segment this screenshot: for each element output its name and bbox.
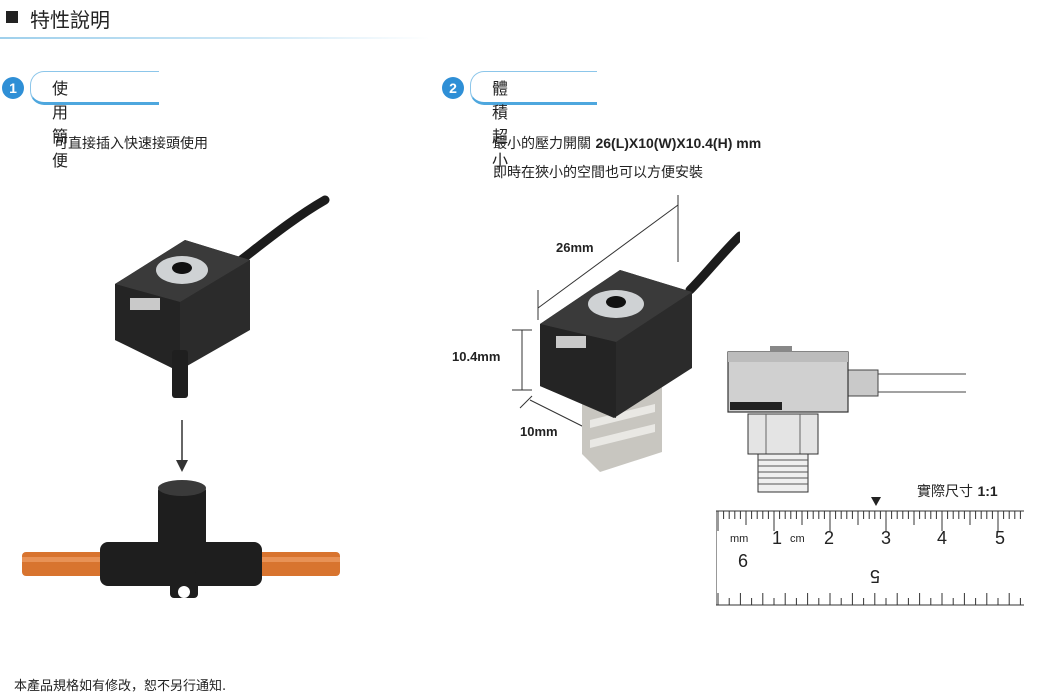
section-2-illustration	[512, 195, 740, 472]
ruler-number-5: 5	[995, 528, 1006, 548]
section-1-title: 使用簡便	[52, 79, 69, 170]
section-2-description-line1: 最小的壓力開關 26(L)X10(W)X10.4(H) mm	[493, 133, 761, 153]
ruler-number-6: 6	[738, 551, 749, 571]
ruler: mm cm 1 2 3 4 5 6 5	[716, 497, 1024, 607]
section-1-description: 可直接插入快速接頭使用	[54, 136, 208, 152]
ruler-unit-mm: mm	[730, 533, 749, 545]
ruler-marker-arrow-icon	[871, 497, 881, 506]
section-2-description-line2: 即時在狹小的空間也可以方便安裝	[493, 165, 703, 181]
section-2-description-prefix: 最小的壓力開關	[493, 136, 596, 152]
ruler-number-2: 2	[824, 528, 835, 548]
title-bullet-icon	[6, 11, 18, 23]
ruler-scale-graphic	[716, 497, 1024, 606]
ruler-number-4: 4	[937, 528, 948, 548]
footer-note: 本產品規格如有修改，恕不另行通知.	[14, 679, 227, 694]
section-2-title: 體積超小	[492, 79, 509, 170]
ruler-flipped-number-5: 5	[870, 566, 881, 586]
tee-fitting	[100, 542, 262, 586]
ruler-caption-prefix: 實際尺寸	[917, 484, 978, 500]
window-icon	[130, 298, 160, 310]
ruler-number-3: 3	[881, 528, 892, 548]
dimension-width-label: 10mm	[520, 424, 558, 439]
title-divider	[0, 37, 430, 39]
side-view-drawing	[727, 346, 966, 493]
switch-stem	[172, 350, 188, 398]
down-arrow-icon	[176, 460, 188, 472]
ruler-caption: 實際尺寸 1:1	[917, 481, 998, 501]
dimension-height-label: 10.4mm	[452, 349, 501, 364]
section-1-illustration	[22, 195, 340, 598]
ruler-ticks	[717, 511, 1021, 605]
section-1-frame	[30, 71, 159, 105]
section-2-frame	[470, 71, 597, 105]
dimension-length-label: 26mm	[556, 240, 594, 255]
section-2-description-dimensions: 26(L)X10(W)X10.4(H) mm	[595, 135, 762, 151]
ruler-number-1: 1	[772, 528, 783, 548]
section-2-number-badge: 2	[442, 77, 464, 99]
page-title: 特性說明	[30, 8, 110, 32]
ruler-scale: 1:1	[977, 483, 998, 499]
section-1-number-badge: 1	[2, 77, 24, 99]
ruler-unit-cm: cm	[790, 533, 805, 545]
